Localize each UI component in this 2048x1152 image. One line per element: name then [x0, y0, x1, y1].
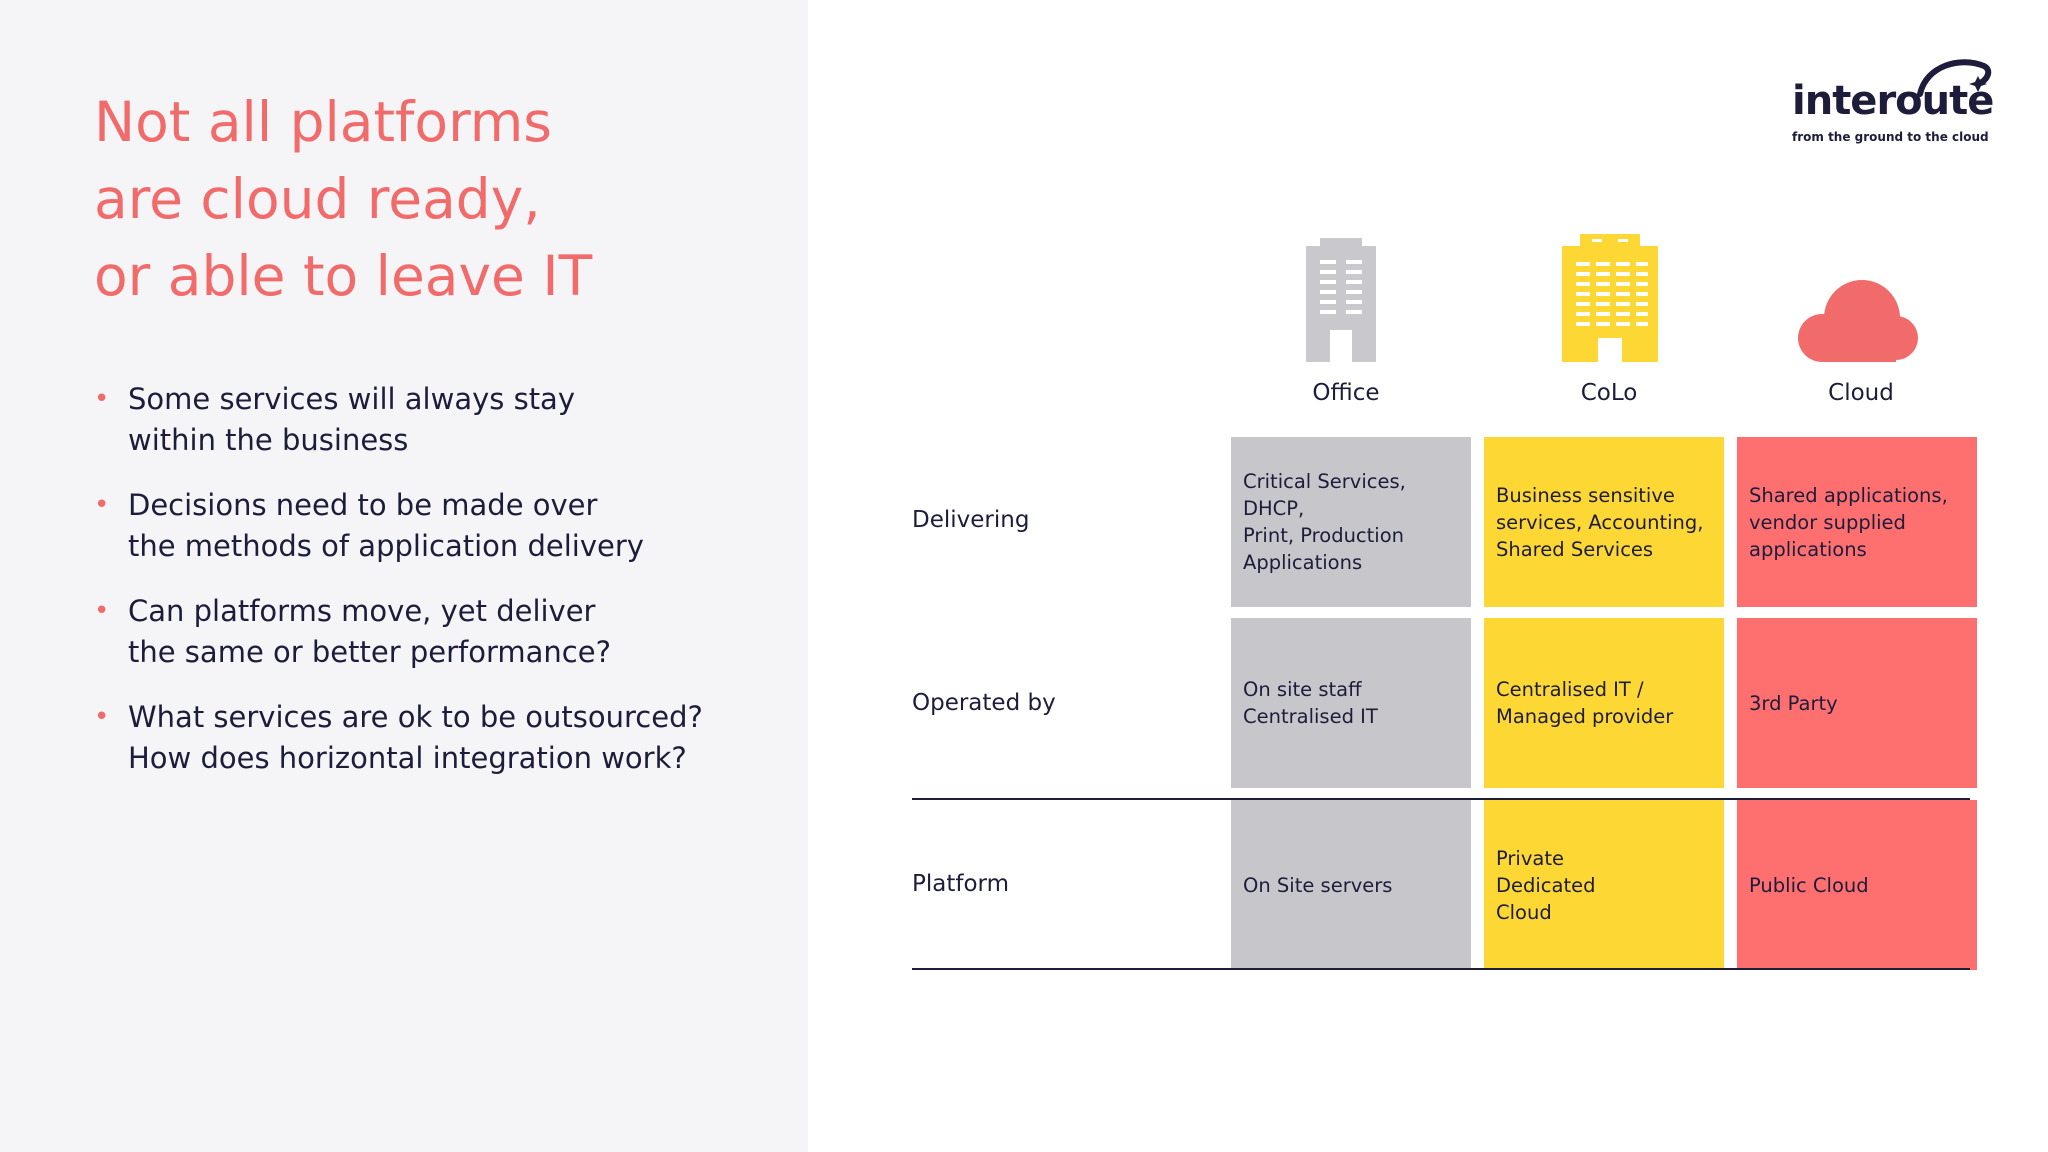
matrix-cell-cloud: Shared applications, vendor supplied app… — [1737, 437, 1977, 607]
row-label-platform: Platform — [912, 871, 1009, 897]
interoute-logo: interoute from the ground to the cloud — [1792, 54, 1994, 154]
divider-line — [912, 968, 1970, 970]
matrix-cell-office: On Site servers — [1231, 800, 1471, 970]
colo-building-icon — [1562, 234, 1658, 362]
title-line: Not all platforms — [94, 90, 552, 154]
cell-text: Critical Services, DHCP, Print, Producti… — [1243, 470, 1406, 574]
bullet-dot-icon: • — [94, 702, 110, 732]
logo-tagline: from the ground to the cloud — [1792, 130, 1989, 144]
logo-arc-icon — [1917, 59, 1992, 97]
column-header-office: Office — [1312, 380, 1380, 406]
cell-text: Private Dedicated Cloud — [1496, 846, 1596, 924]
cell-text: On Site servers — [1243, 873, 1393, 897]
bullet-text: the methods of application delivery — [128, 529, 644, 563]
matrix-cell-office: On site staff Centralised IT — [1231, 618, 1471, 788]
column-header-cloud: Cloud — [1828, 380, 1894, 406]
bullet-text: How does horizontal integration work? — [128, 741, 687, 775]
matrix-cell-cloud: Public Cloud — [1737, 800, 1977, 970]
cell-text: On site staff Centralised IT — [1243, 678, 1378, 728]
bullet-text: within the business — [128, 423, 409, 457]
matrix-cell-colo: Centralised IT / Managed provider — [1484, 618, 1724, 788]
cell-text: 3rd Party — [1749, 691, 1838, 715]
bullet-list: • Some services will always stay within … — [94, 379, 703, 803]
cloud-icon — [1798, 280, 1918, 362]
logo-wordmark: interoute — [1792, 78, 1994, 124]
bullet-text: the same or better performance? — [128, 635, 611, 669]
bullet-dot-icon: • — [94, 384, 110, 414]
title-line: or able to leave IT — [94, 244, 593, 308]
row-label-delivering: Delivering — [912, 507, 1030, 533]
bullet-text: Decisions need to be made over — [128, 488, 598, 522]
bullet-text: Some services will always stay — [128, 382, 575, 416]
matrix-cell-colo: Business sensitive services, Accounting,… — [1484, 437, 1724, 607]
slide-title: Not all platforms are cloud ready, or ab… — [94, 84, 592, 315]
divider-line — [912, 798, 1970, 800]
bullet-dot-icon: • — [94, 490, 110, 520]
bullet-dot-icon: • — [94, 596, 110, 626]
row-label-operated-by: Operated by — [912, 690, 1056, 716]
matrix-cell-office: Critical Services, DHCP, Print, Producti… — [1231, 437, 1471, 607]
bullet-item: • Decisions need to be made over the met… — [94, 485, 703, 567]
cell-text: Business sensitive services, Accounting,… — [1496, 483, 1704, 561]
column-header-colo: CoLo — [1580, 380, 1638, 406]
cell-text: Shared applications, vendor supplied app… — [1749, 483, 1948, 561]
cell-text: Public Cloud — [1749, 873, 1869, 897]
bullet-text: What services are ok to be outsourced? — [128, 700, 703, 734]
matrix-cell-cloud: 3rd Party — [1737, 618, 1977, 788]
left-panel: Not all platforms are cloud ready, or ab… — [0, 0, 808, 1152]
bullet-text: Can platforms move, yet deliver — [128, 594, 596, 628]
bullet-item: • Can platforms move, yet deliver the sa… — [94, 591, 703, 673]
office-building-icon — [1306, 238, 1376, 362]
bullet-item: • Some services will always stay within … — [94, 379, 703, 461]
title-line: are cloud ready, — [94, 167, 541, 231]
matrix-cell-colo: Private Dedicated Cloud — [1484, 800, 1724, 970]
cell-text: Centralised IT / Managed provider — [1496, 678, 1674, 728]
bullet-item: • What services are ok to be outsourced?… — [94, 697, 703, 779]
